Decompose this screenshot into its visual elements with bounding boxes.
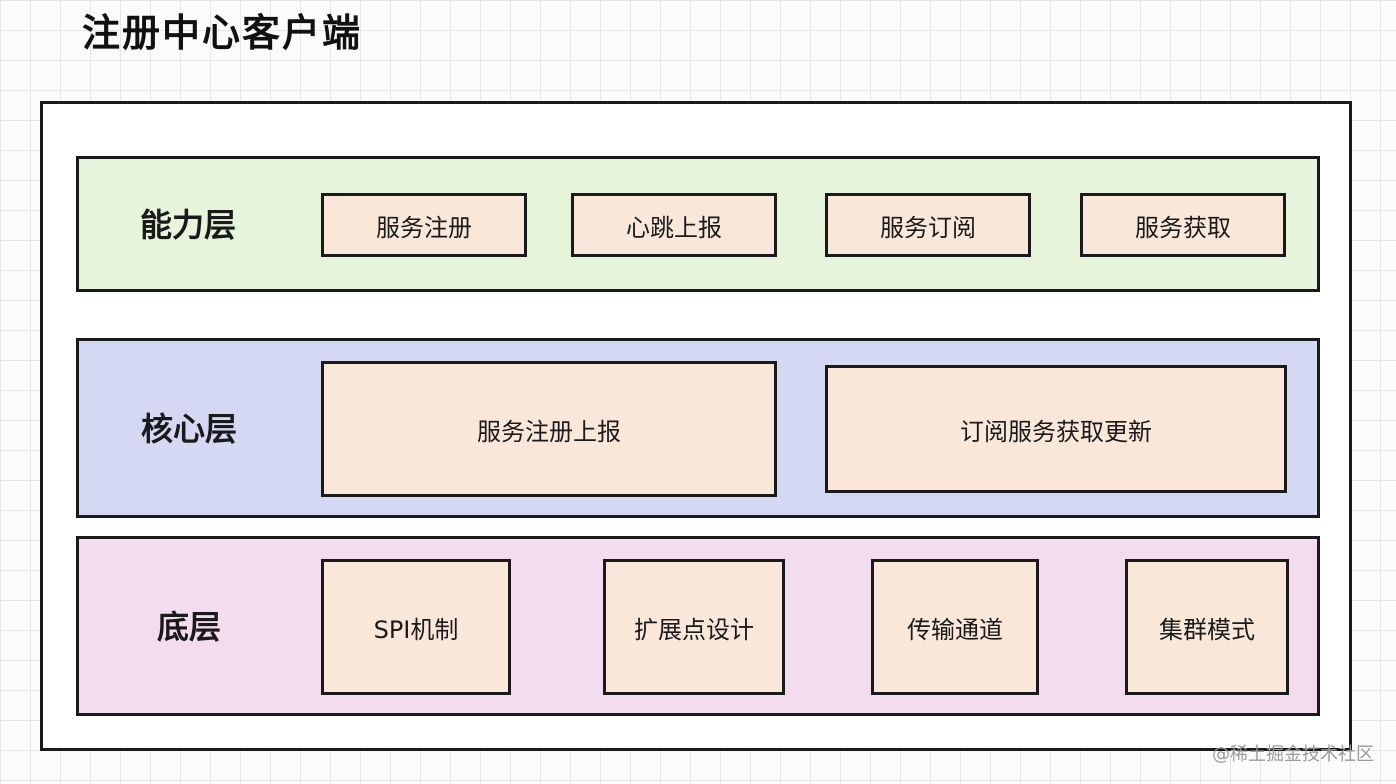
capability-layer: 能力层 服务注册 心跳上报 服务订阅 服务获取 <box>76 156 1320 292</box>
diagram-title: 注册中心客户端 <box>82 11 363 55</box>
base-layer: 底层 SPI机制 扩展点设计 传输通道 集群模式 <box>76 536 1320 716</box>
module-heartbeat-report: 心跳上报 <box>571 193 777 257</box>
attribution-watermark: @稀土掘金技术社区 <box>1212 744 1374 765</box>
capability-layer-label: 能力层 <box>139 206 236 244</box>
module-subscribe-fetch-update: 订阅服务获取更新 <box>825 365 1287 493</box>
core-layer-label: 核心层 <box>140 410 237 448</box>
module-service-register: 服务注册 <box>321 193 527 257</box>
module-spi-mechanism: SPI机制 <box>321 559 511 695</box>
module-register-report: 服务注册上报 <box>321 361 777 497</box>
module-extension-point-design: 扩展点设计 <box>603 559 785 695</box>
module-cluster-mode: 集群模式 <box>1125 559 1289 695</box>
module-service-fetch: 服务获取 <box>1080 193 1286 257</box>
base-layer-label: 底层 <box>156 608 221 646</box>
module-service-subscribe: 服务订阅 <box>825 193 1031 257</box>
core-layer: 核心层 服务注册上报 订阅服务获取更新 <box>76 338 1320 518</box>
module-transport-channel: 传输通道 <box>871 559 1039 695</box>
